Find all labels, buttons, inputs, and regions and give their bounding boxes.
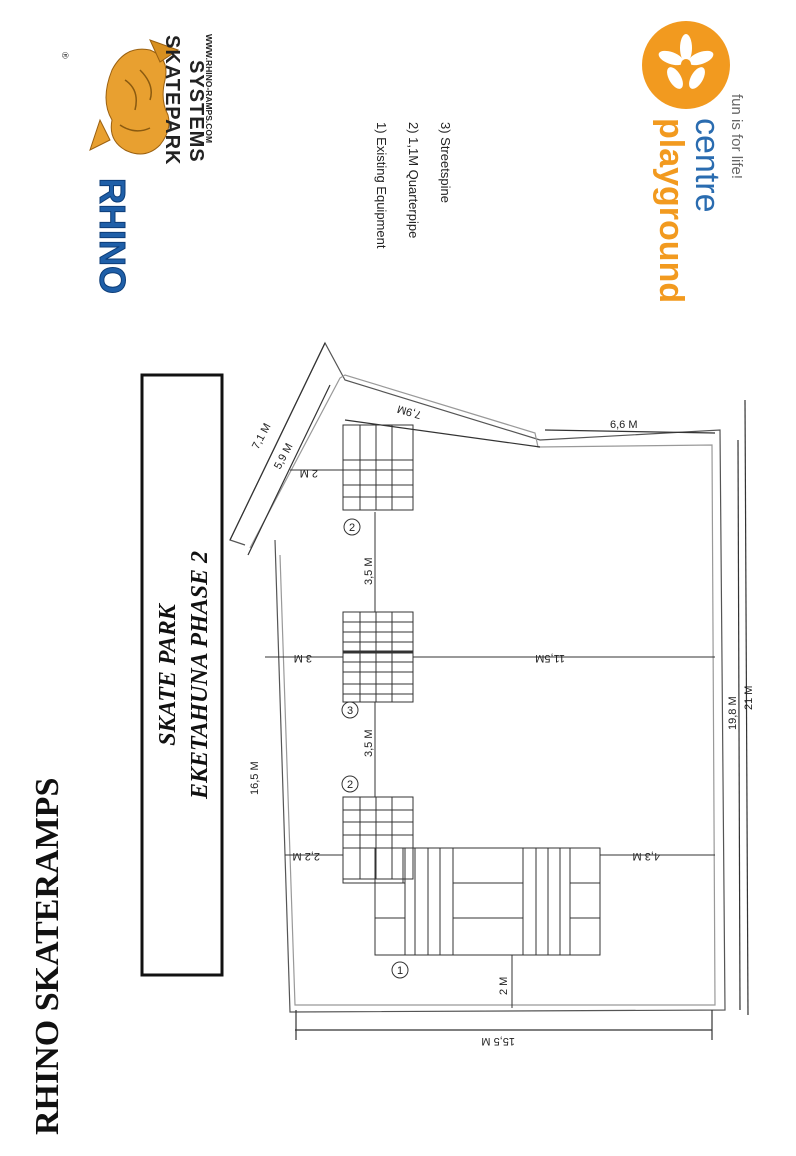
dim-3-5-top: 3,5 M bbox=[363, 557, 375, 585]
dim-21: 21 M bbox=[743, 686, 755, 710]
legend-item-3: 3) Streetspine bbox=[438, 122, 453, 203]
quarterpipe-bottom bbox=[342, 796, 414, 880]
playground-centre-logo: playground centre fun is for life! bbox=[642, 21, 745, 303]
flower-icon bbox=[642, 21, 730, 109]
marker-2-bottom-label: 2 bbox=[347, 779, 353, 791]
rhino-url: WWW.RHINO-RAMPS.COM bbox=[204, 34, 214, 143]
dimension-lines bbox=[265, 469, 715, 1008]
title-line-1: SKATE PARK bbox=[155, 602, 181, 746]
dim-7-9: 7,9M bbox=[396, 402, 423, 420]
marker-2-top-label: 2 bbox=[349, 522, 355, 534]
legend: 1) Existing Equipment 2) 1,1M Quarterpip… bbox=[374, 122, 453, 249]
playground-word: playground bbox=[652, 118, 690, 303]
title-box: SKATE PARK EKETAHUNA PHASE 2 bbox=[140, 373, 224, 977]
dim-19-8: 19,8 M bbox=[727, 696, 739, 730]
streetspine bbox=[342, 611, 414, 703]
existing-equipment bbox=[342, 847, 601, 956]
legend-item-1: 1) Existing Equipment bbox=[374, 122, 389, 249]
marker-2-top: 2 bbox=[343, 518, 361, 536]
rhino-logo: RHINO ® SKATEPARK SYSTEMS WWW.RHINO-RAMP… bbox=[60, 34, 214, 295]
marker-2-bottom: 2 bbox=[341, 775, 359, 793]
dim-2m-top: 2 M bbox=[300, 467, 318, 479]
dim-6-6: 6,6 M bbox=[610, 419, 638, 431]
dim-2m-bottom: 2 M bbox=[498, 977, 510, 995]
tagline: fun is for life! bbox=[728, 94, 745, 179]
rhino-wordmark: RHINO bbox=[92, 178, 133, 294]
legend-item-2: 2) 1,1M Quarterpipe bbox=[406, 122, 421, 238]
quarterpipe-top bbox=[342, 424, 414, 511]
marker-1-label: 1 bbox=[397, 965, 403, 977]
dim-4-3: 4,3 M bbox=[632, 850, 660, 862]
dimension-labels: 7,1 M 5,9 M 7,9M 6,6 M 2 M 3,5 M 3 M 11,… bbox=[249, 402, 755, 1047]
brand-title: RHINO SKATERAMPS bbox=[29, 778, 66, 1135]
title-line-2: EKETAHUNA PHASE 2 bbox=[187, 551, 213, 800]
rhino-head-icon bbox=[89, 39, 180, 155]
dim-16-5: 16,5 M bbox=[249, 761, 261, 795]
site-outline bbox=[229, 341, 749, 1040]
dim-15-5: 15,5 M bbox=[481, 1035, 515, 1047]
dim-7-1: 7,1 M bbox=[250, 421, 274, 451]
dim-2-2: 2,2 M bbox=[292, 850, 320, 862]
dim-11-5: 11,5M bbox=[535, 652, 565, 664]
marker-3: 3 bbox=[341, 701, 359, 719]
dim-3-5-bottom: 3,5 M bbox=[363, 729, 375, 757]
rhino-line2: SYSTEMS bbox=[185, 60, 207, 163]
rhino-line1: SKATEPARK bbox=[161, 35, 183, 165]
rhino-registered-mark: ® bbox=[60, 52, 70, 59]
marker-3-label: 3 bbox=[347, 705, 353, 717]
centre-word: centre bbox=[688, 118, 726, 213]
dim-3m: 3 M bbox=[294, 652, 312, 664]
marker-1: 1 bbox=[391, 961, 409, 979]
